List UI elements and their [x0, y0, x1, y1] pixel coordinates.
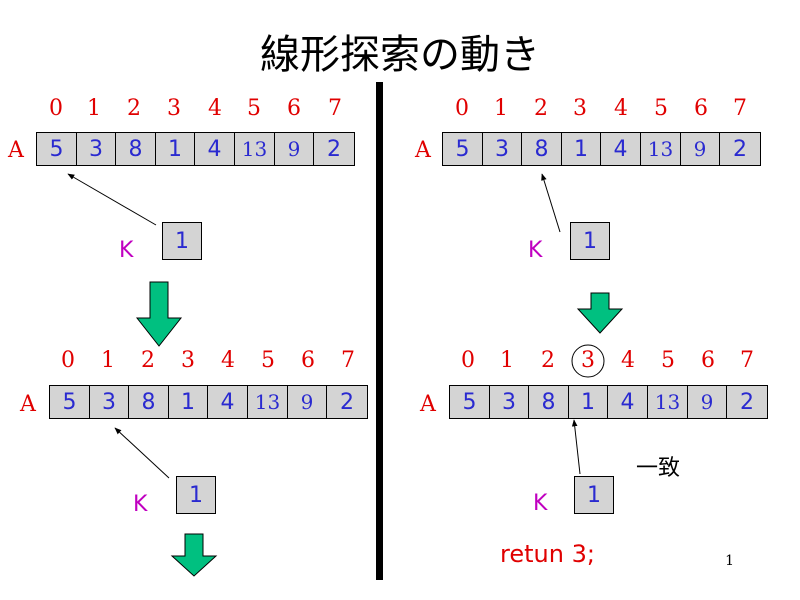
array-cell: 2 — [326, 385, 368, 419]
key-label: K — [119, 238, 134, 263]
key-label: K — [133, 492, 148, 517]
next-step-arrow — [576, 292, 624, 334]
array-cell: 3 — [76, 132, 116, 166]
index-label: 0 — [49, 96, 63, 121]
index-label: 6 — [287, 96, 301, 121]
array-cell: 8 — [521, 132, 562, 166]
index-label: 3 — [573, 96, 587, 121]
array-cell: 5 — [449, 385, 490, 419]
match-index-circle — [571, 344, 605, 378]
array-label: A — [8, 138, 24, 163]
next-step-arrow — [170, 533, 218, 577]
key-box: 1 — [570, 222, 610, 260]
array-cell: 9 — [287, 385, 327, 419]
array-cell: 9 — [274, 132, 314, 166]
array-cell: 2 — [726, 385, 768, 419]
index-label: 5 — [661, 348, 675, 373]
array-cell: 5 — [442, 132, 483, 166]
array-cell: 1 — [168, 385, 208, 419]
index-label: 0 — [461, 348, 475, 373]
index-label: 4 — [614, 96, 628, 121]
array-cell: 4 — [194, 132, 235, 166]
index-label: 6 — [694, 96, 708, 121]
pointer-arrow — [571, 419, 581, 475]
index-label: 6 — [701, 348, 715, 373]
array-cell: 4 — [607, 385, 648, 419]
index-label: 0 — [61, 348, 75, 373]
index-label: 7 — [328, 96, 342, 121]
array-label: A — [20, 392, 36, 417]
index-label: 1 — [87, 96, 101, 121]
index-label: 1 — [101, 348, 115, 373]
index-label: 2 — [127, 96, 141, 121]
array-cell: 8 — [115, 132, 156, 166]
index-label: 4 — [208, 96, 222, 121]
index-label: 4 — [221, 348, 235, 373]
index-label: 2 — [534, 96, 548, 121]
array-cell: 3 — [489, 385, 529, 419]
index-label: 5 — [261, 348, 275, 373]
key-label: K — [528, 238, 543, 263]
index-label: 0 — [455, 96, 469, 121]
index-label: 5 — [247, 96, 261, 121]
index-label: 7 — [733, 96, 747, 121]
array-cell: 3 — [482, 132, 522, 166]
index-label: 6 — [301, 348, 315, 373]
array-cell: 2 — [313, 132, 355, 166]
key-label: K — [533, 491, 548, 516]
index-label: 7 — [740, 348, 754, 373]
array-cell: 13 — [234, 132, 275, 166]
array-cell: 9 — [687, 385, 727, 419]
index-label: 5 — [654, 96, 668, 121]
index-label: 2 — [141, 348, 155, 373]
index-label: 1 — [500, 348, 514, 373]
array-cell: 1 — [155, 132, 195, 166]
array-cell: 9 — [680, 132, 720, 166]
array-cell: 2 — [719, 132, 761, 166]
index-label: 3 — [167, 96, 181, 121]
page-number: 1 — [725, 553, 734, 569]
array-label: A — [415, 138, 431, 163]
match-note: 一致 — [636, 456, 681, 481]
pointer-arrow — [541, 173, 561, 233]
index-label: 7 — [341, 348, 355, 373]
array-cell: 5 — [49, 385, 90, 419]
array-cell: 13 — [647, 385, 688, 419]
page-title: 線形探索の動き — [260, 32, 540, 78]
key-box: 1 — [162, 222, 202, 260]
panel-divider — [376, 82, 383, 580]
array-cell: 4 — [600, 132, 641, 166]
pointer-arrow — [114, 427, 170, 479]
array-cell: 13 — [640, 132, 681, 166]
index-label: 1 — [494, 96, 508, 121]
index-label: 4 — [621, 348, 635, 373]
key-box: 1 — [176, 476, 216, 514]
key-box: 1 — [574, 476, 614, 514]
index-label: 3 — [181, 348, 195, 373]
pointer-arrow — [67, 173, 157, 226]
return-statement: retun 3; — [500, 540, 595, 568]
next-step-arrow — [135, 281, 183, 347]
index-label: 2 — [541, 348, 555, 373]
array-cell: 3 — [89, 385, 129, 419]
array-label: A — [420, 392, 436, 417]
index-label: 3 — [581, 348, 595, 373]
